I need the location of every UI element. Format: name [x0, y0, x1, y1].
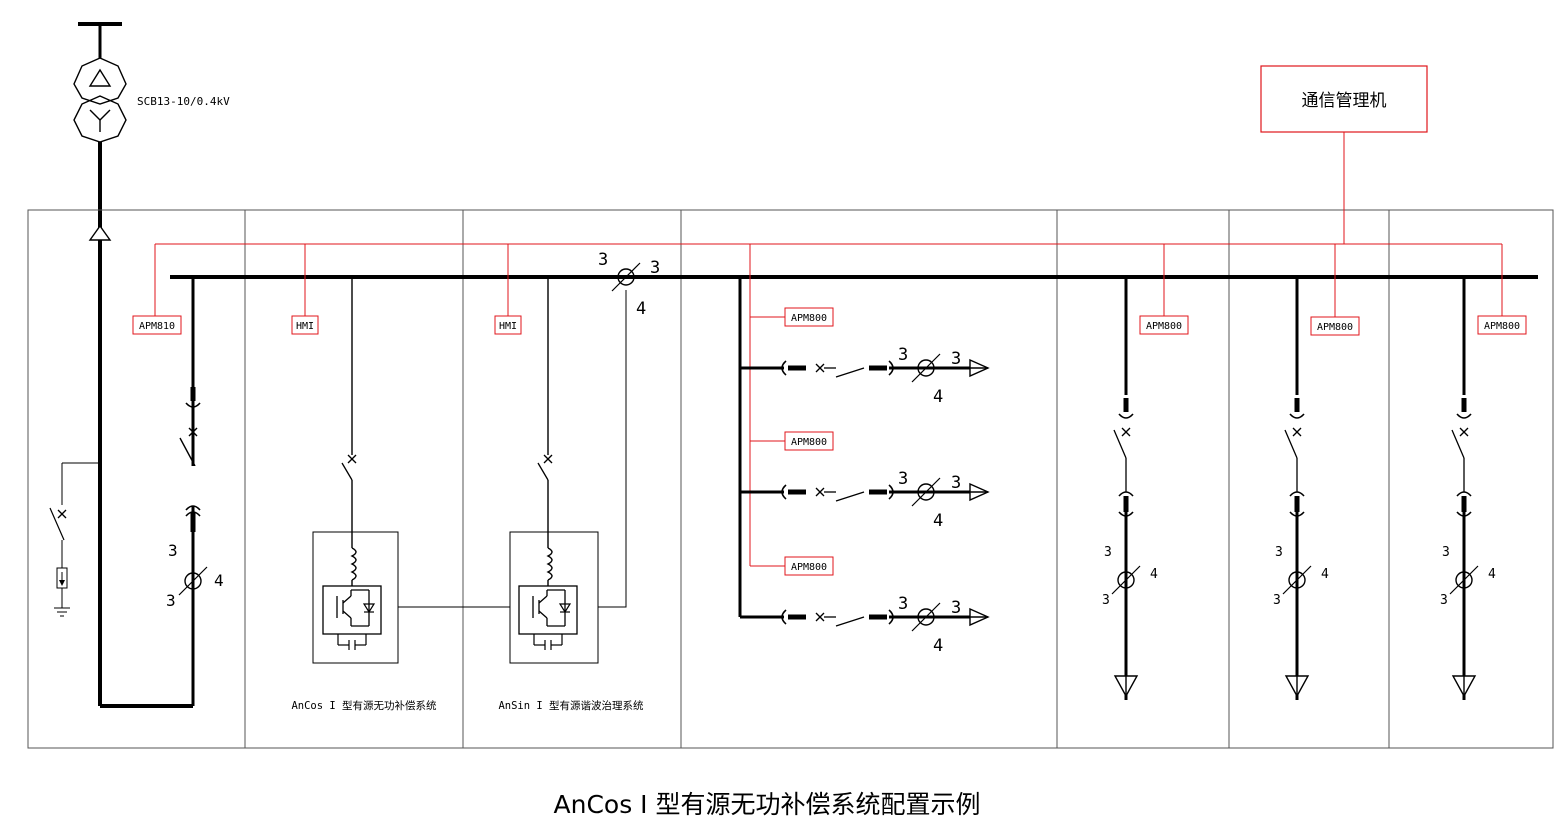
svg-text:3: 3	[598, 250, 608, 270]
transformer: SCB13-10/0.4kV	[73, 22, 230, 708]
svg-text:3: 3	[1273, 593, 1281, 608]
svg-text:3: 3	[951, 598, 961, 618]
incoming-ct: 3 3 4	[166, 541, 224, 610]
cabinet-frame	[27, 209, 1554, 749]
comm-network	[154, 132, 1503, 567]
svg-text:4: 4	[1321, 567, 1329, 582]
ansin-cabinet: AnSin I 型有源谐波治理系统	[498, 279, 644, 712]
svg-text:3: 3	[951, 349, 961, 369]
svg-text:4: 4	[1488, 567, 1496, 582]
apm800-feeder-1-label: APM800	[791, 313, 827, 324]
apm800-feeder-2-label: APM800	[791, 437, 827, 448]
feeder-3: 3 3 4	[740, 594, 990, 656]
svg-text:3: 3	[898, 594, 908, 614]
incoming-breaker	[179, 386, 201, 533]
svg-text:3: 3	[898, 345, 908, 365]
svg-text:4: 4	[933, 387, 943, 407]
svg-text:4: 4	[1150, 567, 1158, 582]
svg-text:3: 3	[650, 258, 660, 278]
ancos-system-label: AnCos I 型有源无功补偿系统	[291, 699, 437, 712]
transformer-model-label: SCB13-10/0.4kV	[137, 95, 230, 108]
svg-text:3: 3	[951, 473, 961, 493]
svg-text:4: 4	[636, 299, 646, 319]
apm800-outgoing-3-label: APM800	[1484, 321, 1520, 332]
outgoing-feeder-1: 3 3 4	[1102, 279, 1158, 700]
hmi-label-1: HMI	[296, 321, 314, 332]
svg-text:3: 3	[1442, 545, 1450, 560]
hmi-label-2: HMI	[499, 321, 517, 332]
surge-arrester-branch	[49, 462, 100, 617]
svg-text:4: 4	[214, 571, 224, 590]
svg-text:4: 4	[933, 636, 943, 656]
apm800-feeder-3-label: APM800	[791, 562, 827, 573]
svg-text:3: 3	[166, 591, 176, 610]
feeder-cabinet: 3 3 4 3 3 4	[738, 279, 990, 656]
svg-text:3: 3	[1275, 545, 1283, 560]
outgoing-feeder-3: 3 3 4	[1440, 279, 1496, 700]
busbar-ct: 3 3 4	[598, 250, 660, 319]
svg-text:4: 4	[933, 511, 943, 531]
comm-manager-box: 通信管理机	[1260, 65, 1428, 133]
device-labels: APM810 HMI HMI APM800 APM800 APM800 APM8…	[132, 307, 1527, 576]
svg-text:3: 3	[1104, 545, 1112, 560]
apm800-outgoing-2-label: APM800	[1317, 322, 1353, 333]
ancos-cabinet: AnCos I 型有源无功补偿系统	[291, 279, 437, 712]
feeder-1: 3 3 4	[740, 345, 990, 407]
feeder-2: 3 3 4	[740, 469, 990, 531]
svg-text:3: 3	[1440, 593, 1448, 608]
diagram-title: AnCos I 型有源无功补偿系统配置示例	[554, 790, 981, 819]
svg-text:3: 3	[1102, 593, 1110, 608]
apm800-outgoing-1-label: APM800	[1146, 321, 1182, 332]
comm-manager-label: 通信管理机	[1302, 91, 1387, 111]
svg-text:3: 3	[168, 541, 178, 560]
outgoing-feeder-2: 3 3 4	[1273, 279, 1329, 700]
ansin-system-label: AnSin I 型有源谐波治理系统	[498, 699, 644, 712]
apm810-label: APM810	[139, 321, 175, 332]
svg-text:3: 3	[898, 469, 908, 489]
